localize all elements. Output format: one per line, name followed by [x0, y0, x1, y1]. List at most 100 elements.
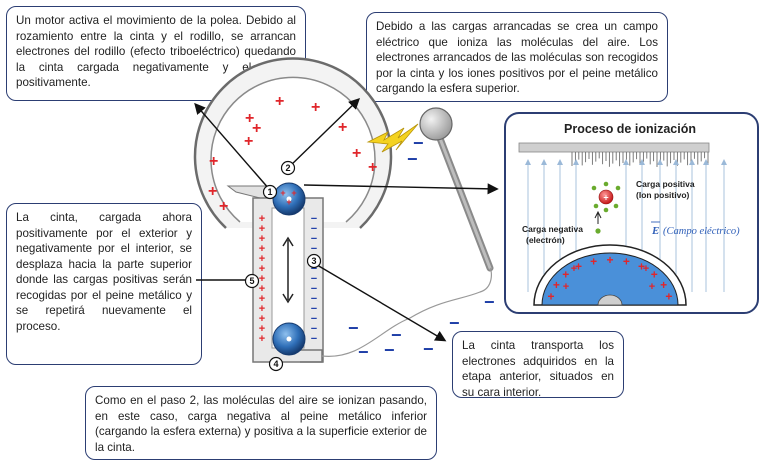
- free-minus-charge: −: [484, 292, 495, 312]
- electron-dot: [603, 181, 609, 187]
- free-minus-charge: −: [384, 340, 395, 360]
- belt-motion-arrow: [282, 236, 294, 304]
- electron-dot: [615, 185, 621, 191]
- belt-minus-charge: −: [311, 243, 317, 255]
- inset-plus-charge: +: [665, 290, 672, 304]
- step-marker-2: 2: [280, 160, 296, 176]
- comb-teeth: [571, 152, 709, 167]
- belt-plus-charge: +: [259, 313, 265, 325]
- inset-plus-charge: +: [643, 263, 649, 275]
- positive-ion: +: [591, 181, 621, 213]
- belt-plus-charge: +: [259, 253, 265, 265]
- belt-minus-charge: −: [311, 313, 317, 325]
- belt-minus-charge: −: [311, 283, 317, 295]
- electron-label: (electrón): [526, 235, 565, 245]
- ground-wire: [321, 267, 493, 357]
- electron-dot: [613, 203, 619, 209]
- dome-plus-charge: +: [252, 120, 261, 137]
- svg-text:(Campo eléctrico): (Campo eléctrico): [663, 226, 740, 237]
- free-minus-charge: −: [449, 313, 460, 333]
- inset-plus-charge: +: [548, 290, 555, 304]
- negative-charge-label: Carga negativa: [522, 224, 583, 234]
- roller-plus-charge: +: [280, 188, 285, 198]
- step-marker-5: 5: [244, 273, 260, 289]
- dome-plus-charge: +: [352, 145, 361, 162]
- dome-plus-charge: +: [275, 93, 284, 110]
- field-label: E (Campo eléctrico): [651, 221, 740, 237]
- dome-plus-charge: +: [368, 159, 377, 176]
- note-step-4: Como en el paso 2, las moléculas del air…: [85, 386, 437, 460]
- belt-minus-column: −−−−−−−−−−−−−: [311, 213, 317, 345]
- step-marker-3: 3: [306, 253, 322, 269]
- belt-plus-charge: +: [259, 263, 265, 275]
- belt-plus-charge: +: [259, 333, 265, 345]
- step-marker-1: 1: [262, 184, 278, 200]
- belt-minus-charge: −: [311, 213, 317, 225]
- inset-title: Proceso de ionización: [564, 122, 696, 136]
- belt-plus-charge: +: [259, 243, 265, 255]
- belt-minus-charge: −: [311, 273, 317, 285]
- dome-plus-charge: +: [208, 183, 217, 200]
- inset-comb: [518, 142, 710, 167]
- free-minus-charges: −−−−−−−−−: [348, 133, 495, 362]
- spark-bolt: [366, 123, 419, 153]
- step-marker-4: 4: [268, 356, 284, 372]
- inset-plus-charge: +: [623, 255, 630, 269]
- discharge-wand: [419, 107, 494, 272]
- free-minus-charge: −: [348, 318, 359, 338]
- free-minus-charge: −: [391, 325, 402, 345]
- step-markers: 1 2 3 4 5: [244, 160, 322, 372]
- belt-minus-charge: −: [311, 233, 317, 245]
- belt-plus-charge: +: [259, 213, 265, 225]
- free-minus-charge: −: [423, 339, 434, 359]
- belt-minus-charge: −: [311, 263, 317, 275]
- positive-ion-label: (Ion positivo): [636, 190, 690, 200]
- step-number: 4: [273, 359, 278, 369]
- dome-plus-charge: +: [245, 110, 254, 127]
- free-minus-charge: −: [358, 342, 369, 362]
- svg-text:+: +: [603, 193, 608, 203]
- note-step-3: La cinta transporta los electrones adqui…: [452, 331, 624, 399]
- belt-plus-charge: +: [259, 283, 265, 295]
- inset-dome-charges: +++++++++++++++: [548, 253, 673, 304]
- dome-plus-charge: +: [209, 153, 218, 170]
- belt-minus-charge: −: [311, 293, 317, 305]
- electron-dot: [603, 207, 609, 213]
- bottom-roller: [272, 322, 306, 356]
- inset-plus-charge: +: [651, 268, 658, 282]
- pointer-lines: [194, 98, 499, 342]
- inset-plus-charge: +: [563, 281, 569, 293]
- electron-cloud: [591, 181, 621, 213]
- positive-charge-label: Carga positiva: [636, 179, 695, 189]
- dome-plus-charge: +: [338, 119, 347, 136]
- electron: [594, 210, 602, 234]
- inset-plus-charge: +: [590, 255, 597, 269]
- dome-plus-charge: +: [244, 133, 253, 150]
- electron-dot: [593, 203, 599, 209]
- note-step-1: Un motor activa el movimiento de la pole…: [6, 6, 306, 101]
- svg-text:E: E: [651, 225, 659, 237]
- step-number: 5: [249, 276, 254, 286]
- inset-plus-charge: +: [638, 260, 645, 274]
- belt-minus-charge: −: [311, 323, 317, 335]
- belt-plus-charge: +: [259, 223, 265, 235]
- belt-plus-charge: +: [259, 303, 265, 315]
- field-lines: [525, 159, 727, 292]
- belt-minus-charge: −: [311, 303, 317, 315]
- inset-plus-charge: +: [575, 260, 582, 274]
- inset-plus-charge: +: [606, 253, 613, 267]
- dome-plus-charge: +: [311, 99, 320, 116]
- step-number: 1: [267, 187, 272, 197]
- inset-plus-charge: +: [571, 263, 577, 275]
- inset-plus-charge: +: [562, 268, 569, 282]
- inset-dome: +++++++++++++++: [533, 244, 687, 306]
- belt-plus-column: +++++++++++++: [259, 213, 265, 345]
- belt-minus-charge: −: [311, 333, 317, 345]
- roller-plus-charge: +: [291, 188, 296, 198]
- roller-plus-charge: +: [286, 197, 291, 207]
- note-step-5: La cinta, cargada ahora positivamente po…: [6, 203, 202, 365]
- inset-plus-charge: +: [553, 278, 560, 292]
- inset-plus-charge: +: [660, 278, 667, 292]
- belt-plus-charge: +: [259, 273, 265, 285]
